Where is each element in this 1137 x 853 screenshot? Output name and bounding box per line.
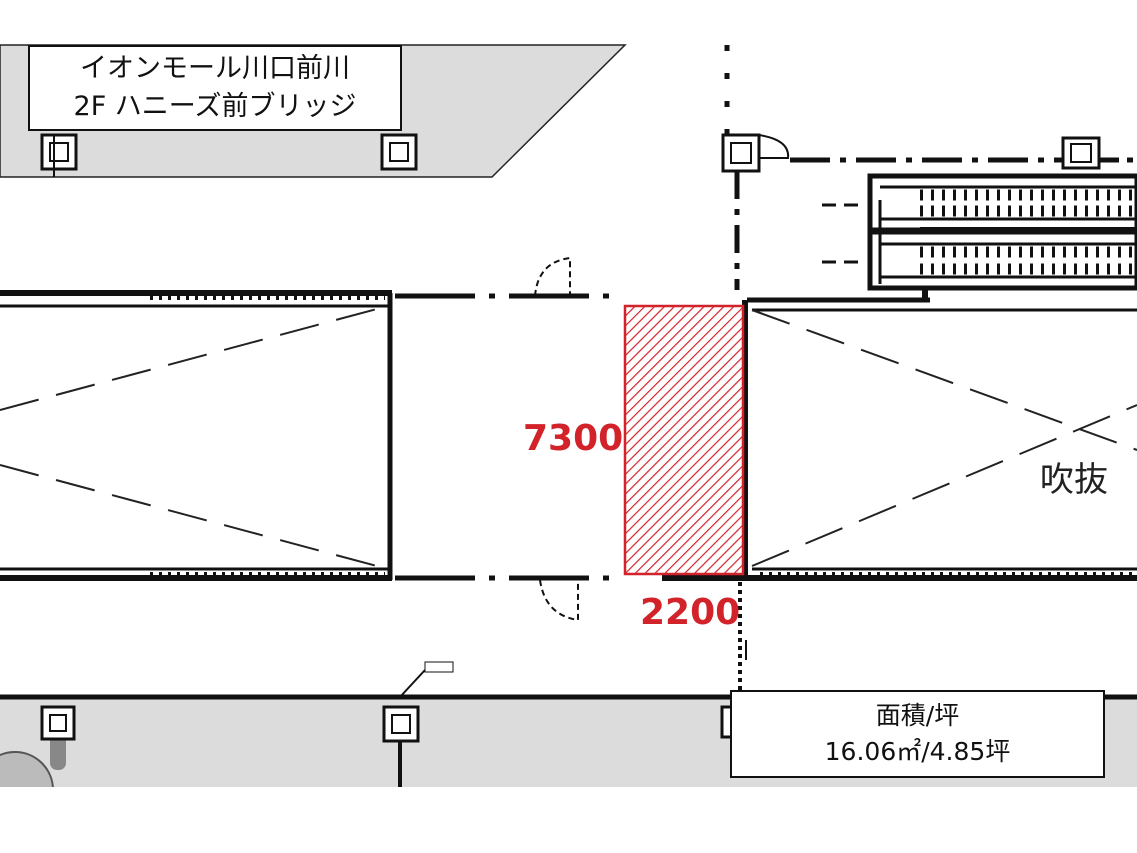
column-bottom-mid bbox=[382, 661, 454, 787]
column-top-far-right bbox=[1061, 136, 1101, 170]
column-top-right bbox=[721, 133, 790, 173]
column-top-left bbox=[40, 133, 78, 177]
column-top-mid bbox=[380, 133, 418, 171]
location-line1: イオンモール川口前川 bbox=[80, 53, 350, 84]
escalator bbox=[867, 173, 1137, 300]
area-heading: 面積/坪 bbox=[875, 701, 960, 730]
dimension-height: 7300 bbox=[523, 418, 624, 459]
void-right bbox=[742, 300, 1137, 581]
location-label-box: イオンモール川口前川 2F ハニーズ前ブリッジ bbox=[28, 45, 402, 131]
door-swing-top bbox=[534, 256, 571, 297]
location-line2: 2F ハニーズ前ブリッジ bbox=[73, 91, 357, 122]
rental-space-highlight bbox=[623, 304, 745, 576]
area-value: 16.06㎡/4.85坪 bbox=[824, 737, 1011, 766]
area-label-box: 面積/坪 16.06㎡/4.85坪 bbox=[730, 690, 1105, 778]
void-label: 吹抜 bbox=[1040, 452, 1108, 501]
void-left bbox=[0, 290, 393, 581]
dimension-width: 2200 bbox=[640, 592, 741, 633]
door-swing-bottom bbox=[539, 579, 579, 622]
column-bottom-left bbox=[40, 705, 76, 741]
